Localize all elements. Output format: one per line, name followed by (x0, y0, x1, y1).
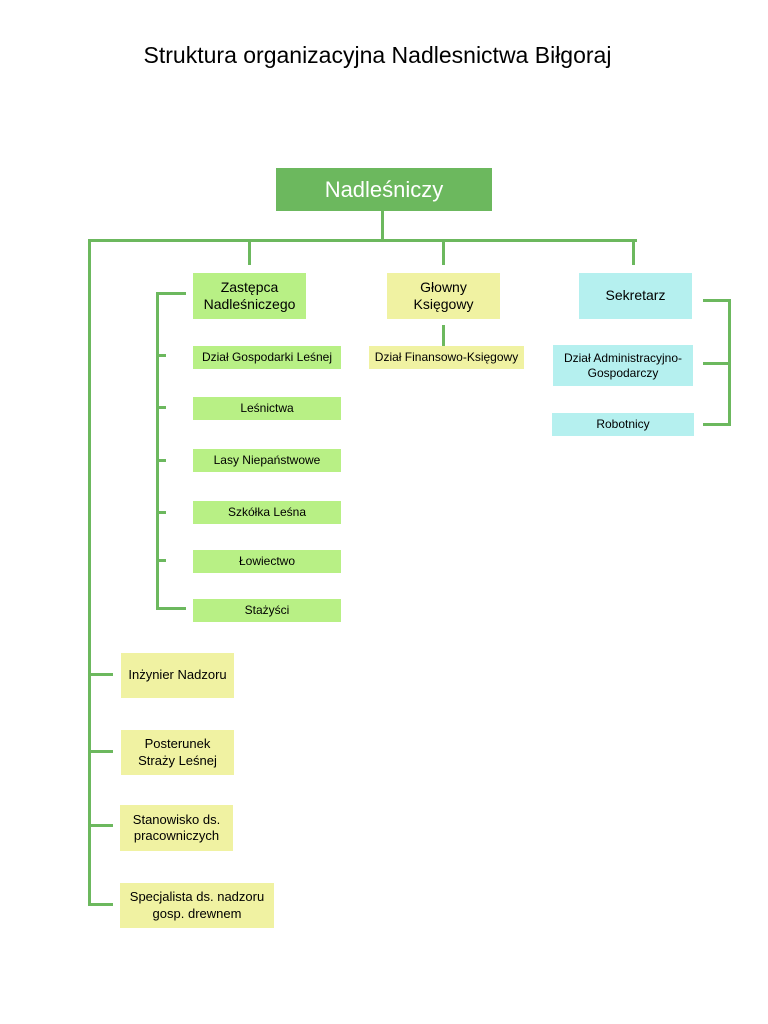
node-deputy: Zastępca Nadleśniczego (193, 273, 306, 319)
node-deputy-unit-label: Łowiectwo (238, 554, 296, 568)
connector-deputy-unit-2 (156, 406, 166, 409)
connector-to-accountant (442, 240, 445, 265)
node-deputy-unit: Szkółka Leśna (193, 501, 341, 524)
node-deputy-unit: Łowiectwo (193, 550, 341, 573)
node-accountant-label: Głowny Księgowy (413, 278, 474, 313)
node-direct-position: Specjalista ds. nadzoru gosp. drewnem (120, 883, 274, 928)
connector-to-deputy (248, 240, 251, 265)
node-deputy-unit-label: Szkółka Leśna (227, 505, 307, 519)
connector-secretary-unit-1 (703, 362, 731, 365)
connector-to-secretary (632, 240, 635, 265)
node-nadlesniczy-label: Nadleśniczy (324, 176, 444, 202)
node-nadlesniczy: Nadleśniczy (276, 168, 492, 211)
node-deputy-unit-label: Leśnictwa (240, 401, 294, 415)
node-deputy-label: Zastępca Nadleśniczego (203, 278, 296, 313)
node-secretary-unit-label: Dział Administracyjno-Gospodarczy (563, 350, 683, 380)
node-direct-position: Posterunek Straży Leśnej (121, 730, 234, 775)
node-direct-position-label: Posterunek Straży Leśnej (138, 736, 217, 768)
node-deputy-unit: Lasy Niepaństwowe (193, 449, 341, 472)
node-secretary: Sekretarz (579, 273, 692, 319)
node-direct-position-label: Stanowisko ds. pracowniczych (132, 811, 221, 843)
connector-to-direct-1 (88, 673, 113, 676)
node-direct-position: Stanowisko ds. pracowniczych (120, 805, 233, 851)
connector-deputy-left (156, 292, 186, 295)
connector-deputy-unit-4 (156, 511, 166, 514)
node-deputy-unit-label: Dział Gospodarki Leśnej (201, 350, 333, 364)
connector-to-direct-2 (88, 750, 113, 753)
connector-left-trunk (88, 240, 91, 906)
node-secretary-label: Sekretarz (605, 287, 666, 304)
node-direct-position-label: Specjalista ds. nadzoru gosp. drewnem (129, 889, 265, 921)
connector-secretary-right (703, 299, 731, 302)
node-accountant-unit: Dział Finansowo-Księgowy (369, 346, 524, 369)
node-direct-position-label: Inżynier Nadzoru (128, 667, 227, 683)
connector-to-direct-4 (88, 903, 113, 906)
connector-deputy-unit-6 (156, 607, 186, 610)
connector-deputy-unit-1 (156, 354, 166, 357)
node-deputy-unit-label: Lasy Niepaństwowe (213, 453, 321, 467)
connector-main-horizontal (88, 239, 637, 242)
node-deputy-unit: Dział Gospodarki Leśnej (193, 346, 341, 369)
connector-secretary-unit-2 (703, 423, 731, 426)
node-secretary-unit: Dział Administracyjno-Gospodarczy (553, 345, 693, 386)
page-title: Struktura organizacyjna Nadlesnictwa Bił… (143, 42, 612, 68)
node-accountant: Głowny Księgowy (387, 273, 500, 319)
node-deputy-unit-label: Stażyści (244, 603, 290, 617)
connector-deputy-unit-5 (156, 559, 166, 562)
connector-director-down (381, 210, 384, 240)
node-secretary-unit-label: Robotnicy (596, 417, 650, 431)
connector-to-direct-3 (88, 824, 113, 827)
connector-deputy-trunk (156, 292, 159, 610)
node-direct-position: Inżynier Nadzoru (121, 653, 234, 698)
connector-accountant-down (442, 325, 445, 346)
node-accountant-unit-label: Dział Finansowo-Księgowy (374, 350, 519, 364)
node-secretary-unit: Robotnicy (552, 413, 694, 436)
node-deputy-unit: Leśnictwa (193, 397, 341, 420)
node-deputy-unit: Stażyści (193, 599, 341, 622)
connector-deputy-unit-3 (156, 459, 166, 462)
